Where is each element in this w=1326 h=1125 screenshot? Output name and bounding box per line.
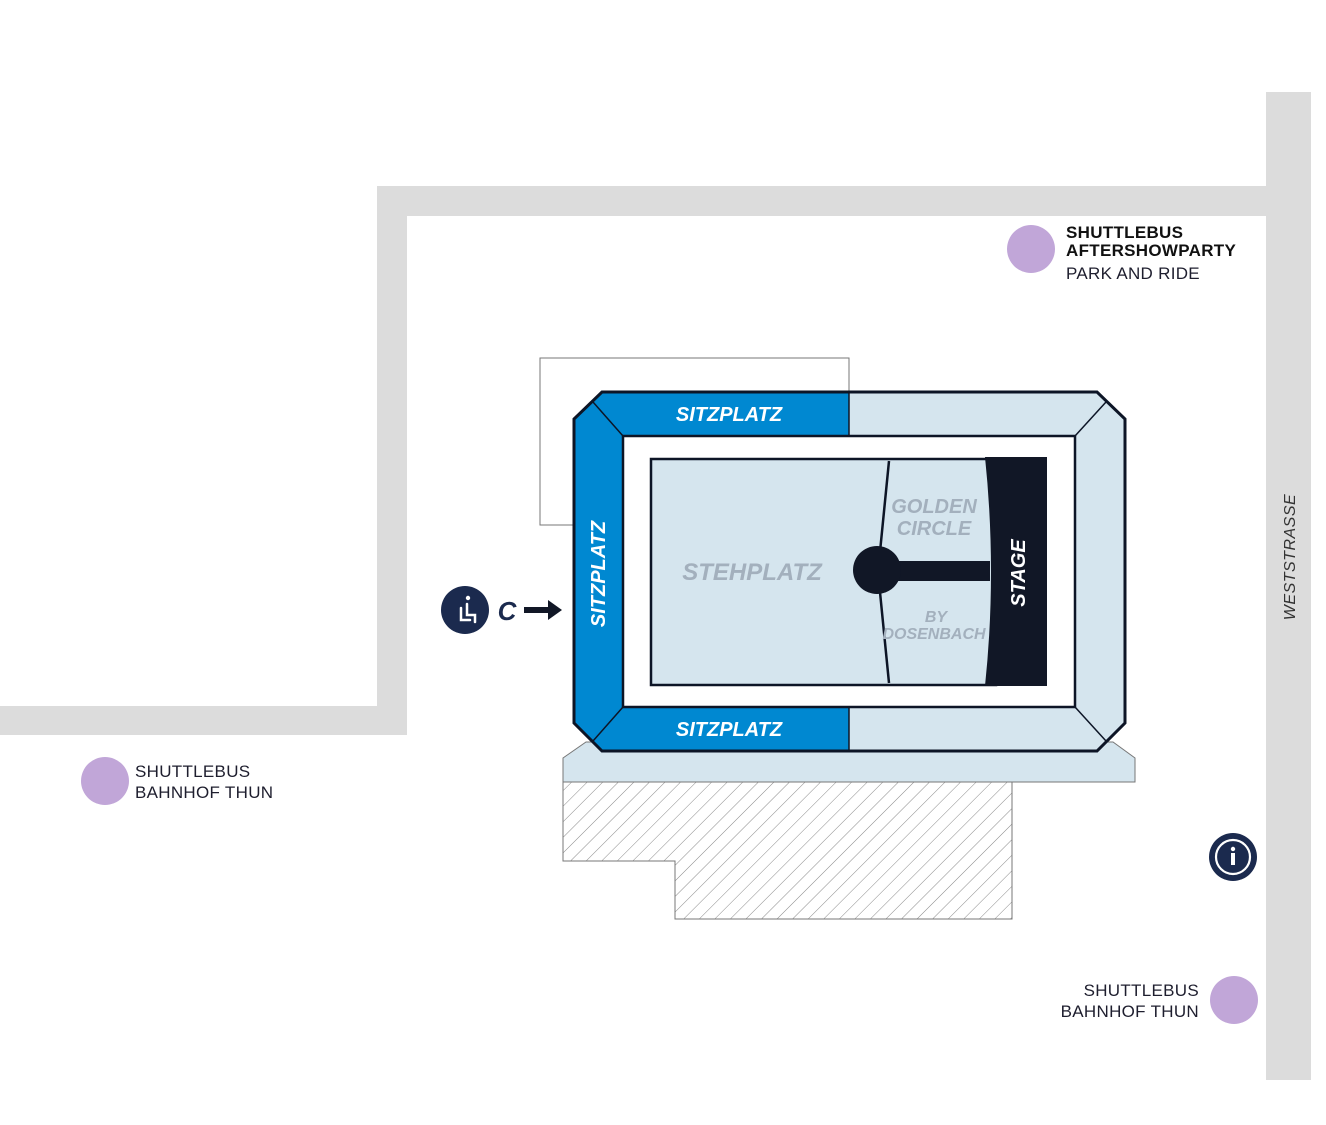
seat-icon-glyph bbox=[459, 595, 477, 624]
label-golden-circle-2: CIRCLE bbox=[897, 518, 972, 540]
poi-bahnhof-left-line1: SHUTTLEBUS bbox=[135, 762, 250, 781]
venue-outline bbox=[539, 357, 850, 526]
shuttle-marker-icon bbox=[1210, 976, 1258, 1024]
poi-aftershow-line1: SHUTTLEBUS bbox=[1066, 223, 1183, 242]
info-icon-dot bbox=[1230, 846, 1236, 852]
street-label-weststrasse: WESTSTRASSE bbox=[1282, 494, 1299, 620]
poi-aftershow-line2: AFTERSHOWPARTY bbox=[1066, 241, 1236, 260]
poi-shuttle-bahnhof-right[interactable]: SHUTTLEBUS BAHNHOF THUN bbox=[1061, 976, 1258, 1024]
arrow-right-icon bbox=[524, 600, 562, 620]
shuttle-marker-icon bbox=[1007, 225, 1055, 273]
info-icon-ring bbox=[1214, 838, 1252, 876]
label-golden-circle-1: GOLDEN bbox=[891, 496, 977, 518]
b-stage bbox=[853, 546, 901, 594]
label-stage: STAGE bbox=[1008, 539, 1030, 607]
label-stehplatz: STEHPLATZ bbox=[682, 559, 823, 586]
poi-shuttle-aftershow[interactable]: SHUTTLEBUS AFTERSHOWPARTY PARK AND RIDE bbox=[1007, 223, 1236, 283]
venue-border bbox=[572, 390, 1127, 753]
seat-accessible-icon bbox=[441, 586, 489, 634]
venue bbox=[572, 390, 1127, 753]
poi-bahnhof-right-line2: BAHNHOF THUN bbox=[1061, 1002, 1199, 1021]
road-weststrasse bbox=[1266, 92, 1311, 1080]
section-sitzplatz-left-shape[interactable] bbox=[574, 392, 849, 751]
hatched-building bbox=[562, 781, 1013, 920]
label-sitzplatz-top: SITZPLATZ bbox=[676, 404, 783, 426]
label-by: BY bbox=[925, 609, 949, 626]
road-top bbox=[377, 186, 1270, 216]
info-icon-bar bbox=[1231, 853, 1235, 865]
label-sitzplatz-bottom: SITZPLATZ bbox=[676, 719, 783, 741]
entrance-letter: C bbox=[498, 596, 518, 626]
road-left bbox=[0, 706, 407, 735]
poi-aftershow-line3: PARK AND RIDE bbox=[1066, 264, 1200, 283]
corner-lines bbox=[592, 392, 1107, 751]
shuttle-marker-icon bbox=[81, 757, 129, 805]
poi-bahnhof-right-line1: SHUTTLEBUS bbox=[1084, 981, 1199, 1000]
catwalk bbox=[880, 561, 990, 581]
roads bbox=[0, 92, 1311, 1080]
poi-shuttle-bahnhof-left[interactable]: SHUTTLEBUS BAHNHOF THUN bbox=[81, 757, 273, 805]
poi-info[interactable] bbox=[1209, 833, 1257, 881]
entrance-c[interactable]: C bbox=[441, 586, 562, 634]
poi-bahnhof-left-line2: BAHNHOF THUN bbox=[135, 783, 273, 802]
label-sitzplatz-left: SITZPLATZ bbox=[588, 520, 610, 627]
stage-shape[interactable] bbox=[985, 457, 1047, 686]
road-inner-vertical bbox=[377, 186, 407, 735]
label-dosenbach: DOSENBACH bbox=[882, 626, 986, 643]
